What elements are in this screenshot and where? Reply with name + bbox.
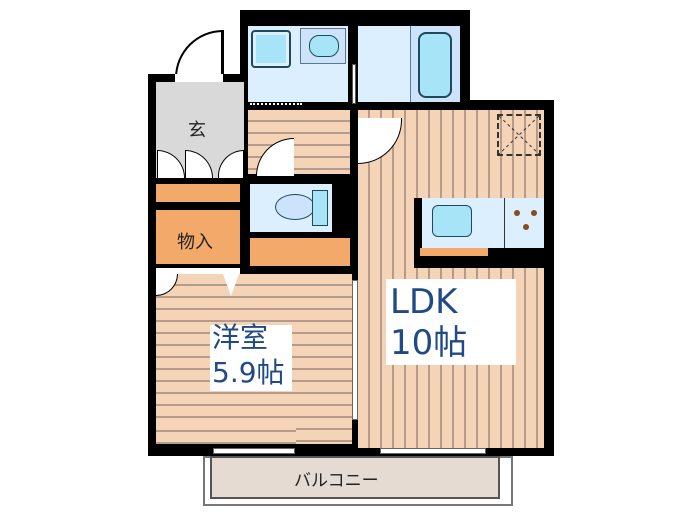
toilet-icon <box>275 194 315 220</box>
storage-under-toilet <box>250 238 350 266</box>
closet-door-hinge-1 <box>223 274 239 296</box>
kitchen-cabinet-strip <box>420 248 488 256</box>
stove-icon <box>504 198 544 248</box>
wash-dotted-line <box>250 103 302 105</box>
ldk-name: LDK <box>390 282 458 322</box>
western-room-floor-bottom <box>156 420 296 444</box>
western-room-label-box <box>210 325 292 391</box>
shelf-storage <box>156 184 240 202</box>
entrance-door-opening[interactable] <box>175 74 223 82</box>
closet-label: 物入 <box>177 232 213 253</box>
balcony-label: バルコニー <box>294 471 379 491</box>
western-room-name: 洋室 <box>212 321 269 354</box>
western-room-window[interactable] <box>213 448 295 454</box>
ldk-window[interactable] <box>380 448 486 454</box>
western-room-size: 5.9帖 <box>212 356 285 389</box>
toilet-tank-icon <box>312 190 328 226</box>
kitchen-sink-icon <box>432 205 472 237</box>
balcony-area <box>210 456 500 499</box>
sliding-door-western-ldk[interactable] <box>352 280 358 420</box>
entrance-door-swing <box>175 30 223 78</box>
bathtub-icon <box>418 32 452 98</box>
corridor-floor <box>248 110 350 174</box>
washing-machine-icon <box>300 28 346 64</box>
entrance-door-leaf <box>221 30 224 78</box>
closet-area <box>156 210 240 264</box>
closet-door-track <box>156 268 240 274</box>
washbasin-icon <box>251 30 291 68</box>
ldk-label-box <box>386 279 516 365</box>
refrigerator-space-icon <box>497 114 541 156</box>
bathroom-door[interactable] <box>352 64 356 104</box>
entrance-label: 玄 <box>188 120 206 141</box>
ldk-size: 10帖 <box>390 323 468 363</box>
